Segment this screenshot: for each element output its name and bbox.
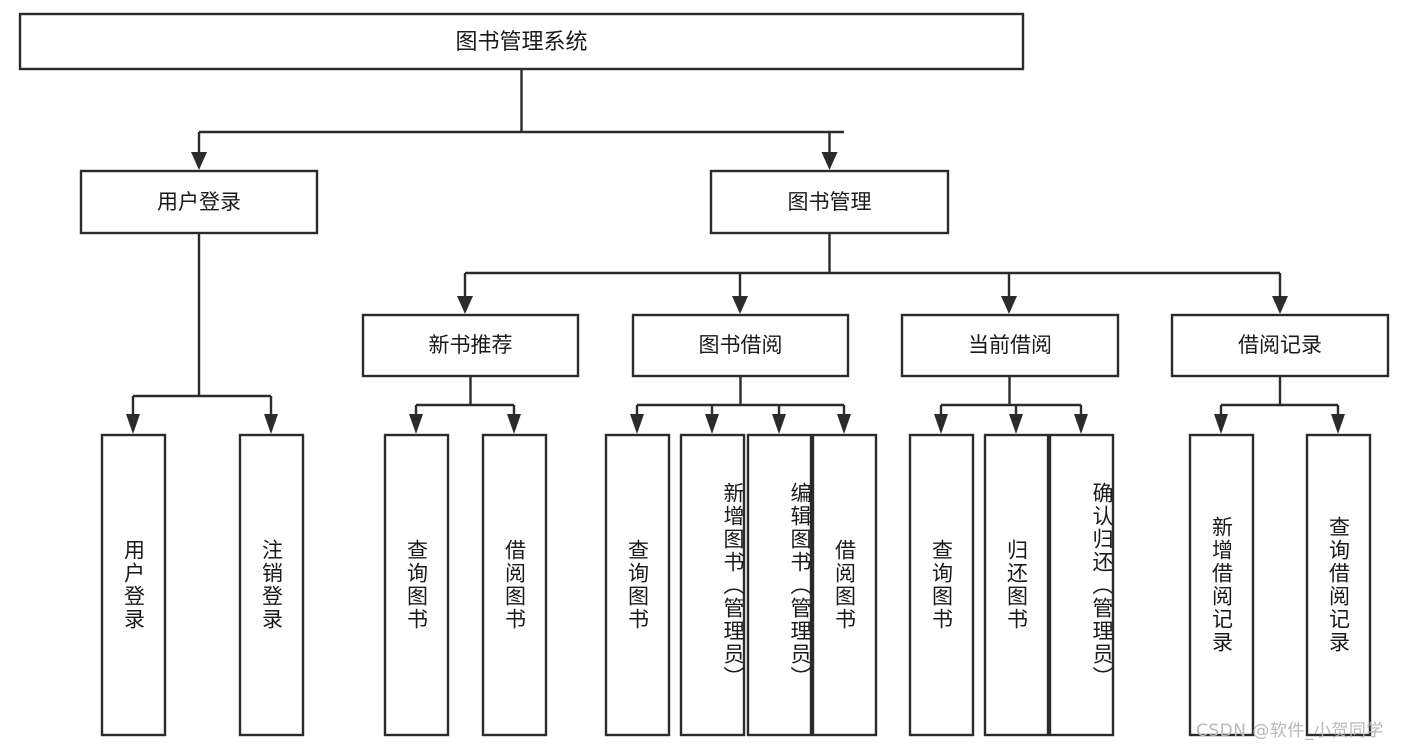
- arrow-head-icon: [1214, 414, 1228, 434]
- node-new-book-recommend[interactable]: 新书推荐: [361, 313, 580, 378]
- node-root-system-box[interactable]: [18, 12, 1025, 71]
- arrow-head-icon: [507, 414, 521, 434]
- node-root-system-label: 图书管理系统: [455, 30, 587, 55]
- node-current-borrow-label: 当前借阅: [968, 333, 1052, 357]
- leaf-node-logout-box[interactable]: [238, 433, 305, 737]
- node-borrow-record-box[interactable]: [1170, 313, 1390, 378]
- arrow-head-icon: [630, 414, 644, 434]
- arrow-head-icon: [821, 152, 838, 170]
- arrow-head-icon: [1001, 296, 1017, 314]
- leaf-box-group: [100, 433, 1372, 737]
- node-new-book-recommend-box[interactable]: [361, 313, 580, 378]
- arrow-head-icon: [772, 414, 786, 434]
- arrow-head-icon: [732, 296, 748, 314]
- arrow-head-icon: [1272, 296, 1288, 314]
- node-user-login-label: 用户登录: [157, 190, 241, 214]
- leaf-node-return-book-box[interactable]: [983, 433, 1050, 737]
- leaf-node-add-book-box[interactable]: [679, 433, 746, 737]
- node-book-management-label: 图书管理: [788, 190, 872, 214]
- arrow-head-icon: [409, 414, 423, 434]
- node-borrow-record[interactable]: 借阅记录: [1170, 313, 1390, 378]
- node-current-borrow[interactable]: 当前借阅: [900, 313, 1120, 378]
- arrow-head-icon: [1331, 414, 1345, 434]
- node-root-system[interactable]: 图书管理系统: [18, 12, 1025, 71]
- arrow-head-icon: [837, 414, 851, 434]
- arrow-head-icon: [191, 152, 207, 170]
- arrow-head-icon: [705, 414, 719, 434]
- node-book-management[interactable]: 图书管理: [709, 169, 950, 235]
- csdn-watermark: CSDN @软件_小贺同学: [1196, 721, 1384, 741]
- node-book-management-box[interactable]: [709, 169, 950, 235]
- leaf-node-user-login-box[interactable]: [100, 433, 167, 737]
- leaf-node-add-record-box[interactable]: [1188, 433, 1255, 737]
- leaf-node-query-book-1-box[interactable]: [383, 433, 450, 737]
- node-user-login[interactable]: 用户登录: [79, 169, 319, 235]
- leaf-node-query-book-3-box[interactable]: [908, 433, 975, 737]
- node-book-borrow[interactable]: 图书借阅: [631, 313, 850, 378]
- arrow-head-icon: [126, 414, 140, 434]
- leaf-node-query-book-2-box[interactable]: [604, 433, 671, 737]
- arrowhead-group: [126, 152, 1345, 434]
- node-borrow-record-label: 借阅记录: [1238, 333, 1322, 357]
- leaf-node-borrow-book-1-box[interactable]: [481, 433, 548, 737]
- arrow-head-icon: [264, 414, 278, 434]
- leaf-node-edit-book-box[interactable]: [746, 433, 813, 737]
- arrow-head-icon: [1074, 414, 1088, 434]
- arrow-head-icon: [457, 296, 473, 314]
- leaf-node-borrow-book-2-box[interactable]: [811, 433, 878, 737]
- leaf-node-query-record-box[interactable]: [1305, 433, 1372, 737]
- node-current-borrow-box[interactable]: [900, 313, 1120, 378]
- node-user-login-box[interactable]: [79, 169, 319, 235]
- node-new-book-recommend-label: 新书推荐: [429, 333, 513, 357]
- arrow-head-icon: [1009, 414, 1023, 434]
- node-book-borrow-label: 图书借阅: [699, 333, 783, 357]
- leaf-node-confirm-return-box[interactable]: [1048, 433, 1115, 737]
- arrow-head-icon: [934, 414, 948, 434]
- node-book-borrow-box[interactable]: [631, 313, 850, 378]
